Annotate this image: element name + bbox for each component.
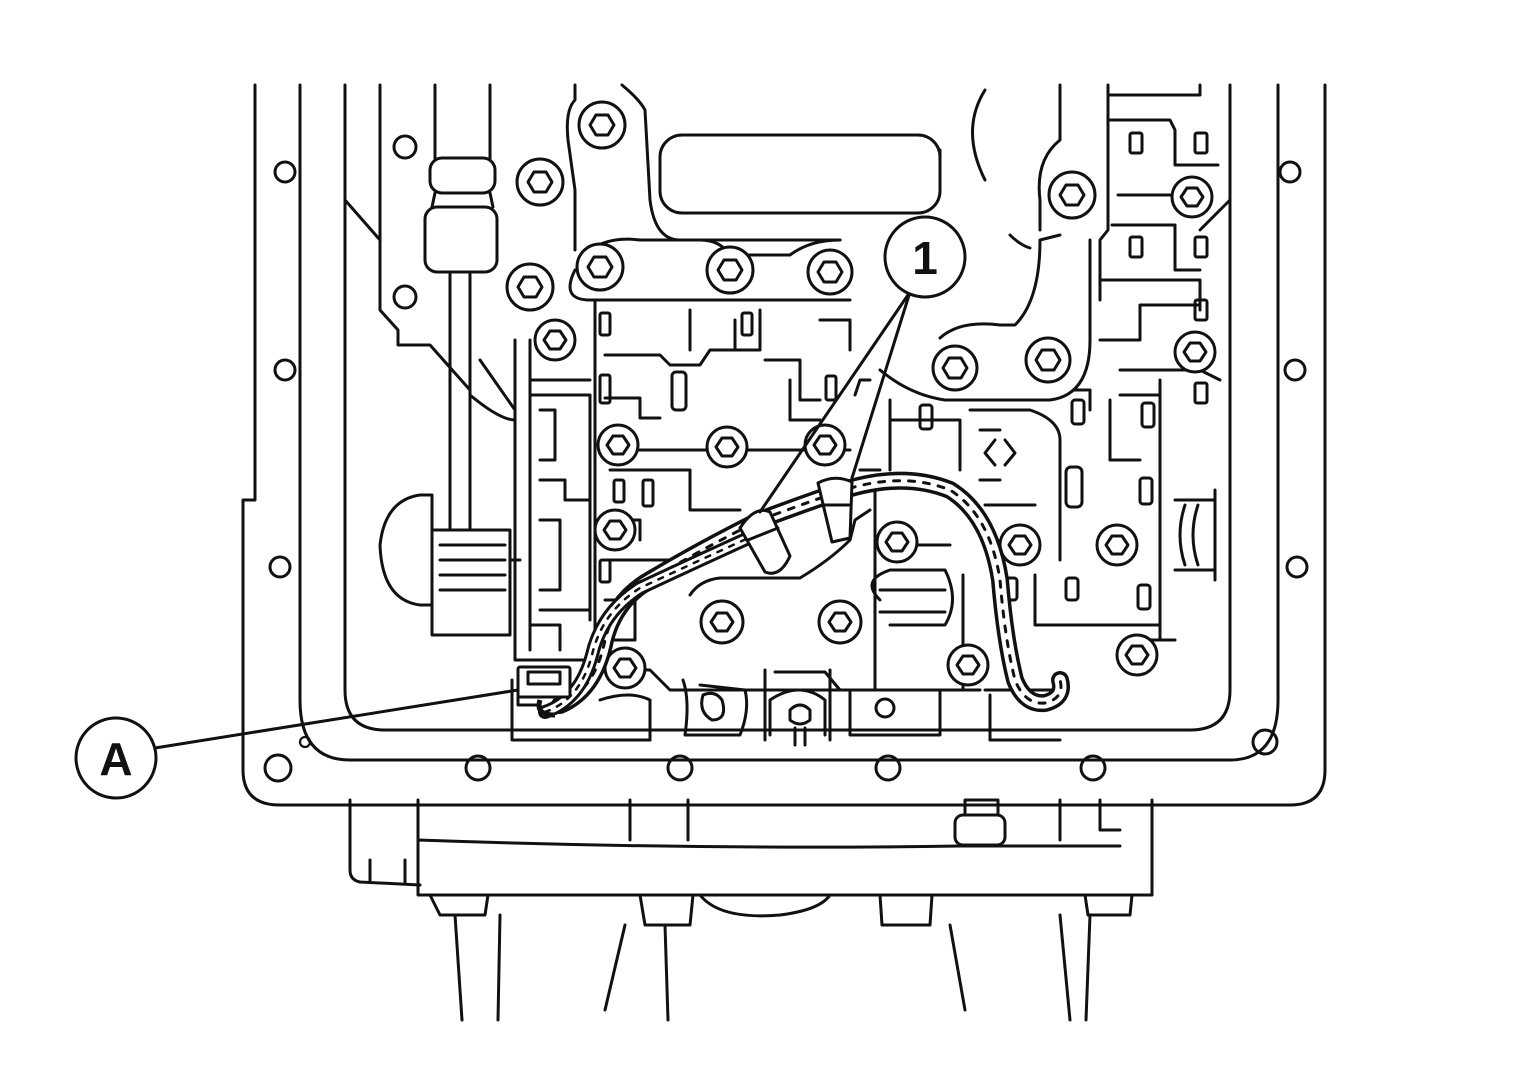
connector-icon [516, 665, 572, 707]
wire-harness [516, 471, 1070, 719]
dowel-hole-icon [273, 358, 297, 382]
dowel-hole-icon [392, 134, 418, 160]
bolt-icon [931, 344, 979, 392]
hex-bolts [505, 100, 1217, 690]
dowel-hole-icon [666, 754, 694, 782]
bolt-icon [1173, 330, 1217, 374]
bolt-icon [875, 520, 919, 564]
bolt-icon [575, 242, 625, 292]
bolt-icon [705, 425, 749, 469]
dowel-hole-icon [1278, 160, 1302, 184]
callout-1-label: 1 [912, 232, 938, 284]
dowel-hole-icon [464, 754, 492, 782]
left-valve-body-section [378, 83, 522, 637]
bolt-icon [1115, 633, 1159, 677]
lower-passage-section [510, 668, 1062, 747]
bolt-icon [1024, 336, 1072, 384]
bolt-icon [998, 523, 1042, 567]
flange-bolt-holes [263, 160, 1309, 783]
callout-A: A [74, 688, 520, 800]
bolt-icon [705, 245, 755, 295]
bolt-icon [596, 423, 640, 467]
bolt-icon [505, 262, 555, 312]
dowel-hole-icon [268, 555, 292, 579]
upper-valve-plate [565, 83, 1092, 402]
bolt-icon [533, 318, 577, 362]
bolt-icon [1047, 170, 1097, 220]
right-upper-bracket [1037, 83, 1222, 405]
dowel-hole-icon [392, 284, 418, 310]
bolt-icon [817, 599, 863, 645]
oil-pan-flange [241, 83, 1327, 807]
dowel-hole-icon [273, 160, 297, 184]
bolt-icon [1170, 175, 1214, 219]
dowel-hole-icon [1283, 358, 1307, 382]
dowel-hole-icon [874, 697, 896, 719]
dowel-hole-icon [1079, 754, 1107, 782]
bolt-icon [577, 100, 627, 150]
bolt-icon [593, 508, 637, 552]
bolt-icon [603, 646, 647, 690]
bolt-icon [803, 423, 847, 467]
dowel-hole-icon [1285, 555, 1309, 579]
bolt-icon [699, 599, 745, 645]
callout-1: 1 [758, 215, 967, 514]
bolt-icon [806, 248, 854, 296]
dowel-hole-icon [874, 754, 902, 782]
dowel-hole-icon [263, 753, 293, 783]
callout-A-label: A [99, 733, 132, 785]
transmission-case-lower [348, 798, 1154, 1022]
harness-clip-icon [738, 508, 792, 575]
bolt-icon [946, 643, 990, 687]
harness-clip-icon [816, 476, 854, 544]
dowel-hole-icon [1251, 728, 1279, 756]
bolt-icon [1095, 523, 1139, 567]
bolt-icon [515, 157, 565, 207]
